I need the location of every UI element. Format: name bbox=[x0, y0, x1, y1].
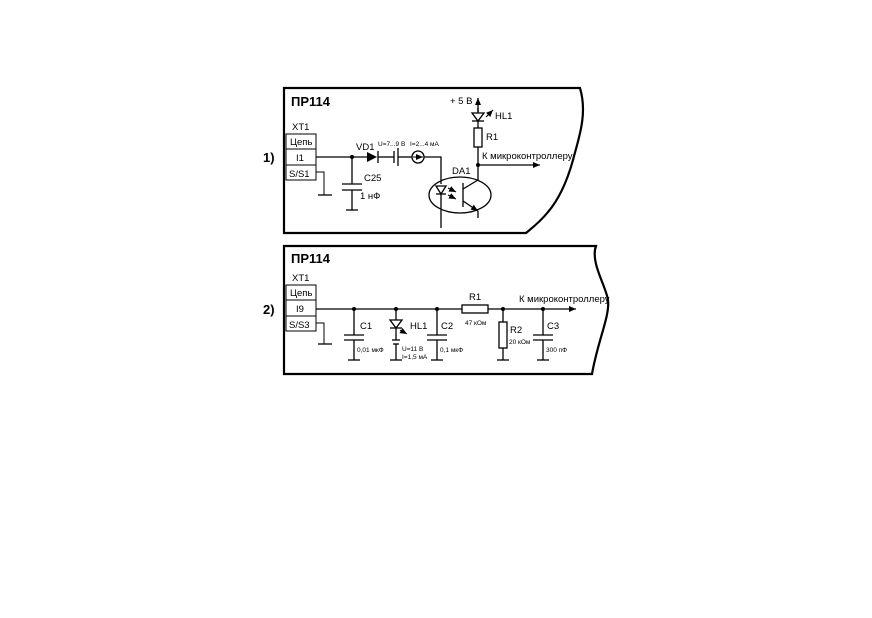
panel-1-led-icon bbox=[470, 112, 486, 123]
panel-2-resistor-r2 bbox=[498, 321, 508, 349]
panel-2-title: ПР114 bbox=[291, 251, 331, 266]
panel-1-terminal-input: I1 bbox=[296, 153, 304, 164]
panel-1-diode-label: VD1 bbox=[356, 142, 374, 153]
panel-1: 1) ПР114 XT1 Цепь I1 S/S1 C25 1 нФ VD1 U bbox=[263, 86, 585, 235]
panel-1-index: 1) bbox=[263, 150, 275, 165]
panel-2-c3-name: C3 bbox=[547, 321, 559, 332]
panel-1-optocoupler-icon bbox=[428, 176, 492, 214]
panel-1-cap-name: C25 bbox=[364, 173, 381, 184]
panel-1-resistor-r1 bbox=[473, 127, 483, 148]
panel-2-r2-value: 20 кОм bbox=[509, 339, 531, 346]
panel-2-connector-label: XT1 bbox=[292, 273, 309, 284]
panel-1-supply-label: + 5 В bbox=[450, 96, 472, 107]
panel-1-terminal-common: S/S1 bbox=[289, 169, 310, 180]
panel-2-r1-name: R1 bbox=[469, 292, 481, 303]
panel-2-r2-name: R2 bbox=[510, 325, 522, 336]
panel-2-terminal-input: I9 bbox=[296, 304, 304, 315]
panel-2-index: 2) bbox=[263, 302, 275, 317]
panel-2-led-current: I=1,5 мА bbox=[402, 354, 428, 361]
panel-2-terminal-common: S/S3 bbox=[289, 320, 310, 331]
panel-1-connector-label: XT1 bbox=[292, 122, 309, 133]
panel-1-led-label: HL1 bbox=[495, 111, 512, 122]
panel-2-c2-name: C2 bbox=[441, 321, 453, 332]
panel-2-frame bbox=[282, 244, 610, 376]
panel-2-resistor-r1 bbox=[461, 304, 489, 314]
panel-2-led-icon bbox=[388, 319, 404, 330]
panel-1-common-wire bbox=[316, 171, 325, 195]
panel-1-output-label: К микроконтроллеру bbox=[482, 151, 573, 162]
panel-1-frame bbox=[282, 86, 585, 235]
panel-2-terminal-circuit: Цепь bbox=[290, 288, 312, 299]
panel-1-terminal-circuit: Цепь bbox=[290, 137, 312, 148]
panel-1-resistor-label: R1 bbox=[486, 132, 498, 143]
panel-2-led-voltage: U=11 В bbox=[402, 346, 423, 353]
panel-2-c1-value: 0,01 мкФ bbox=[357, 347, 384, 354]
panel-1-cap-value: 1 нФ bbox=[360, 191, 380, 202]
panel-1-diode-icon bbox=[367, 152, 377, 162]
panel-1-optocoupler-label: DA1 bbox=[452, 166, 470, 177]
panel-2-output-label: К микроконтроллеру bbox=[519, 294, 610, 305]
panel-2: 2) ПР114 XT1 Цепь I9 S/S3 R1 47 кОм К ми… bbox=[263, 244, 610, 376]
panel-2-led-label: HL1 bbox=[410, 321, 427, 332]
panel-1-source-current: I=2...4 мА bbox=[410, 141, 440, 148]
panel-2-r1-value: 47 кОм bbox=[465, 320, 487, 327]
panel-2-terminal-block bbox=[285, 284, 317, 332]
panel-2-c3-value: 300 пФ bbox=[546, 347, 567, 354]
panel-1-source-voltage: U=7...9 В bbox=[378, 141, 405, 148]
panel-2-c1-name: C1 bbox=[360, 321, 372, 332]
panel-2-c2-value: 0,1 мкФ bbox=[440, 347, 463, 354]
panel-1-title: ПР114 bbox=[291, 94, 331, 109]
